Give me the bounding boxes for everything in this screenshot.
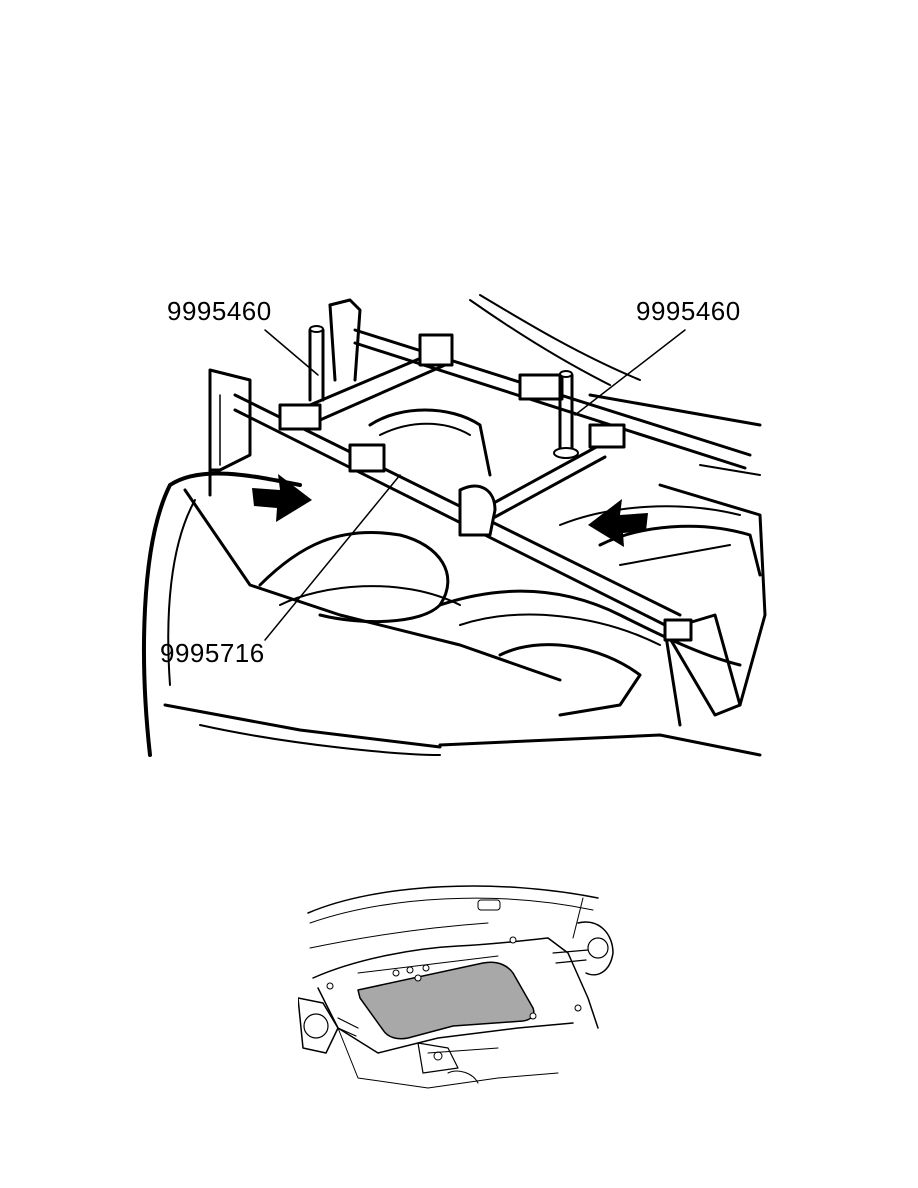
- tool-callout-left: 9995460: [167, 296, 272, 326]
- tool-callout-bar: 9995716: [160, 638, 265, 668]
- subframe-splash-shield-illustration: [298, 878, 618, 1123]
- tool-callout-right: 9995460: [636, 296, 741, 326]
- arrow-left-icon: [588, 499, 648, 547]
- splash-shield-panel: [357, 961, 535, 1040]
- arrow-right-icon: [252, 474, 312, 522]
- engine-support-illustration: [140, 285, 780, 770]
